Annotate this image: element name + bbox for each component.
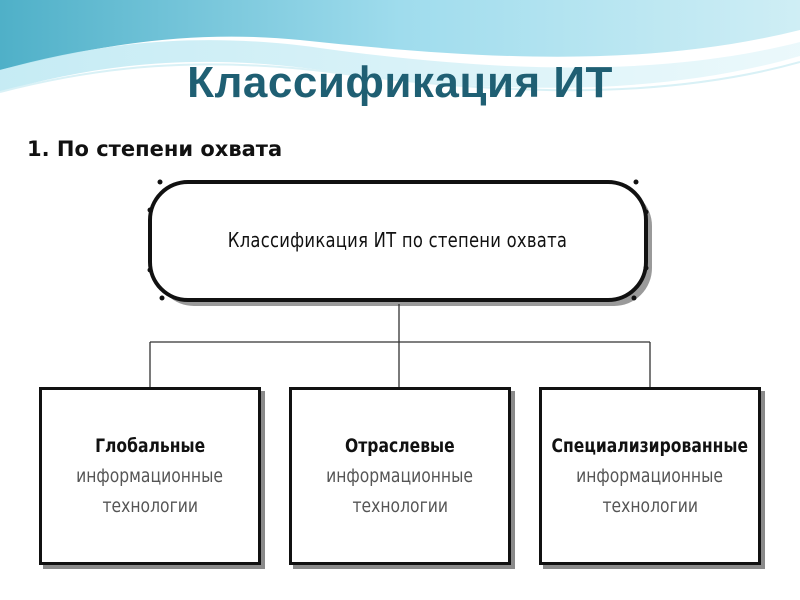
subtitle-number: 1. (27, 137, 50, 161)
header-wave-back (0, 0, 800, 70)
header-wave-front (0, 40, 800, 92)
child-line-2: информационные (76, 465, 224, 487)
root-box-corner-marks (147, 179, 649, 301)
connector-lines (149, 304, 651, 387)
slide-subtitle: 1. По степени охвата (27, 137, 282, 161)
root-label: Классификация ИТ по степени охвата (227, 228, 568, 252)
child-line-3: технологии (602, 495, 698, 517)
child-line-2: информационные (576, 465, 724, 487)
child-line-3: технологии (352, 495, 448, 517)
child-box-global: Глобальные информационные технологии (39, 387, 261, 565)
subtitle-text: По степени охвата (56, 137, 283, 161)
slide-title: Классификация ИТ (187, 58, 613, 107)
child-line-2: информационные (326, 465, 474, 487)
child-title: Специализированные (551, 435, 749, 457)
child-title: Отраслевые (345, 435, 455, 457)
child-line-3: технологии (102, 495, 198, 517)
child-box-industry: Отраслевые информационные технологии (289, 387, 511, 565)
child-box-specialized: Специализированные информационные технол… (539, 387, 761, 565)
header-wave-line (0, 61, 800, 93)
child-title: Глобальные (94, 435, 206, 457)
root-box (148, 180, 648, 302)
